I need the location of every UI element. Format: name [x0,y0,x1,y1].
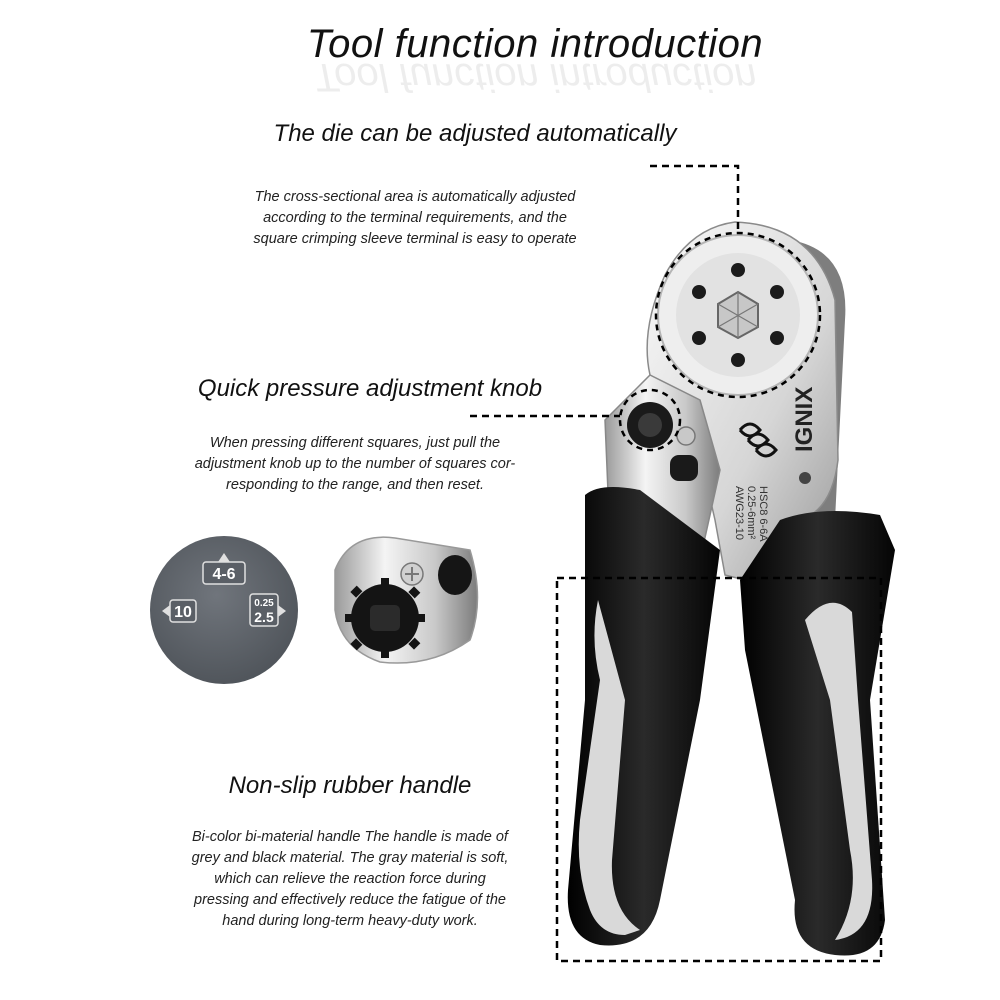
dial-arrow-right [278,605,286,617]
range-marking: 0.25-6mm² [745,486,757,540]
handle-highlight-box [555,576,883,963]
knob-photo-cap [370,605,400,631]
die-callout-line [650,164,740,233]
knob-photo-lock [438,555,472,595]
lock-button [670,455,698,481]
right-handle-grip [805,602,873,940]
rivet [799,472,811,484]
knob-photo-closeup [334,536,479,664]
feature-handle-line-1: Bi-color bi-material handle The handle i… [192,829,508,845]
knob-screw [676,426,696,446]
feature-knob-heading: Quick pressure adjustment knob [197,375,543,402]
knob-highlight-circle [618,388,682,452]
adjustment-knob-center [638,413,662,437]
knob-dial [150,536,298,684]
awg-marking: AWG23-10 [733,486,745,540]
screw-cross-icon [405,567,419,581]
model-marking: HSC8 6-6A [757,486,769,542]
die-segments [717,292,759,338]
feature-die-heading: The die can be adjusted automatically [273,120,677,147]
brand-logo: IGNIX [791,387,818,452]
die-bolt-hole [692,285,706,299]
feature-handle-line-4: pressing and effectively reduce the fati… [194,892,506,908]
feature-knob-description: When pressing different squares, just pu… [150,433,560,496]
spring-icon [738,422,778,458]
left-handle-grip [578,600,640,935]
dial-arrow-top [218,553,230,562]
crimper-tool: IGNIX HSC8 6-6A 0.25-6mm² AWG23-10 [555,221,895,963]
feature-knob-line-1: When pressing different squares, just pu… [209,435,501,451]
dial-arrow-left [162,605,170,617]
feature-knob-line-2: adjustment knob up to the number of squa… [194,456,516,472]
die-bolt-hole [770,331,784,345]
dial-label-top: 4-6 [212,566,235,583]
feature-die-line-2: according to the terminal requirements, … [263,210,567,226]
feature-handle-description: Bi-color bi-material handle The handle i… [150,827,550,932]
feature-handle-line-2: grey and black material. The gray materi… [191,850,509,866]
feature-handle-line-5: hand during long-term heavy-duty work. [222,913,478,929]
dial-label-right-bottom: 2.5 [254,609,274,625]
die-bolt-hole [692,331,706,345]
feature-die-line-3: square crimping sleeve terminal is easy … [253,231,577,247]
die-bolt-hole [731,263,745,277]
dial-label-left: 10 [174,604,192,621]
feature-knob-line-3: responding to the range, and then reset. [226,477,484,493]
dial-label-right-top: 0.25 [254,598,274,609]
knob-dial-closeup: 4-6 10 0.25 2.5 [150,536,298,684]
page-title: Tool function introduction [306,22,764,66]
die-bolt-hole [731,353,745,367]
die-highlight-circle [654,231,822,399]
feature-handle-line-3: which can relieve the reaction force dur… [214,871,486,887]
feature-die-description: The cross-sectional area is automaticall… [200,187,630,250]
feature-handle-heading: Non-slip rubber handle [228,772,472,799]
feature-die-line-1: The cross-sectional area is automaticall… [254,189,576,205]
die-bolt-hole [770,285,784,299]
